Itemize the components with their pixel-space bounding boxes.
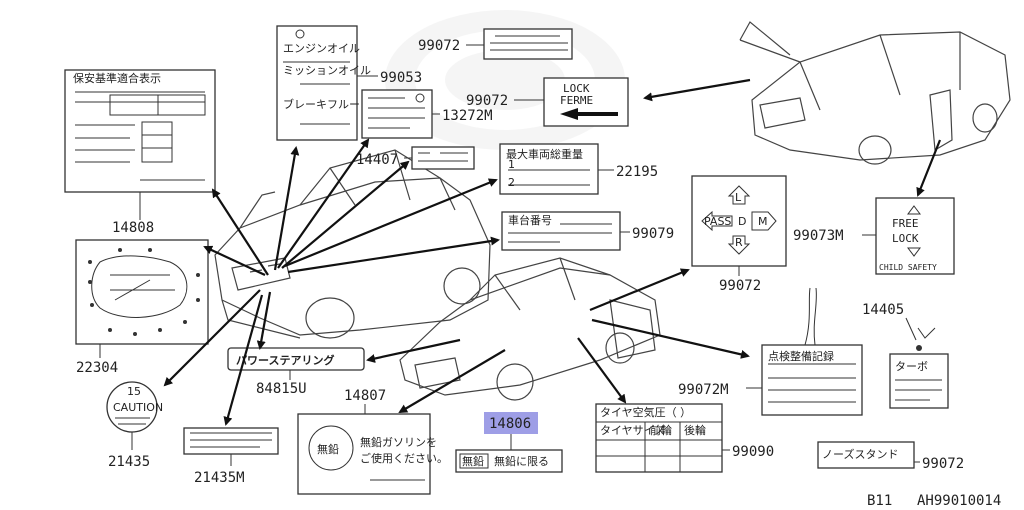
part-number-22304: 22304	[76, 360, 118, 376]
part-number-21435: 21435	[108, 454, 150, 470]
part-number-14806: 14806	[489, 416, 531, 432]
part-number-21435m: 21435M	[194, 470, 245, 486]
label-14807-unleaded[interactable]: 無鉛 無鉛ガソリンを ご使用ください。	[297, 413, 448, 495]
svg-text:1: 1	[508, 158, 515, 171]
label-99072-shift-pass[interactable]: L PASS D M R	[691, 175, 787, 267]
label-unleaded-small-text: 無鉛に限る	[494, 454, 549, 468]
label-99072m-hanging-tag[interactable]: 点検整備記録	[761, 287, 863, 416]
label-99072-bottom-sheet[interactable]: ノーズスタンド	[817, 441, 915, 469]
label-21435-caution-round[interactable]: 15 CAUTION	[106, 381, 163, 433]
label-21435-caution-text: CAUTION	[113, 401, 163, 414]
label-pass-text: PASS	[704, 215, 731, 228]
label-lock-text: LOCK	[563, 82, 590, 95]
part-number-84815u: 84815U	[256, 381, 307, 397]
part-number-99072-top: 99072	[418, 38, 460, 54]
label-22304-vacuum-diagram[interactable]	[75, 239, 209, 345]
part-number-99072-lock: 99072	[466, 93, 508, 109]
label-99073m-child-safety[interactable]: FREE LOCK CHILD SAFETY	[875, 197, 955, 275]
footer-model: B11	[867, 493, 892, 509]
label-pass-r: R	[735, 236, 743, 249]
label-13272m[interactable]	[361, 89, 433, 139]
label-99072d-text: ノーズスタンド	[822, 447, 898, 461]
hatchback-rear-illustration	[739, 21, 1011, 165]
label-14405-text: ターボ	[895, 360, 928, 373]
label-pass-l: L	[735, 191, 742, 204]
label-99053-engine: エンジンオイル	[283, 42, 360, 55]
label-ferme-text: FERME	[560, 94, 593, 107]
label-14405-tag[interactable]: ターボ	[889, 327, 949, 409]
part-number-99090: 99090	[732, 444, 774, 460]
label-lock-ferme[interactable]: LOCK FERME	[543, 77, 629, 127]
label-99072m-title: 点検整備記録	[768, 349, 834, 363]
label-tire-front: 前輪	[650, 423, 672, 437]
part-number-99072-pass: 99072	[719, 278, 761, 294]
label-14808-emission-sheet[interactable]: 保安基準適合表示	[64, 69, 216, 193]
leader-arrows	[163, 78, 942, 426]
label-unleaded-kanji: 無鉛	[317, 442, 339, 456]
label-child-safety-text: CHILD SAFETY	[879, 263, 937, 272]
part-number-22195: 22195	[616, 164, 658, 180]
part-number-14407: 14407	[356, 152, 398, 168]
label-99090-tire-pressure[interactable]: タイヤ空気圧（ ） タイヤサイズ 前輪 後輪	[595, 403, 723, 473]
label-tire-size: タイヤサイズ	[600, 423, 665, 437]
label-99072-top-sheet[interactable]	[483, 28, 573, 60]
label-pass-m: M	[758, 215, 768, 228]
label-22195-title: 最大車両総重量	[506, 147, 583, 161]
label-84815u-power-steering[interactable]: パワーステアリング	[227, 347, 365, 371]
label-unleaded-line2: ご使用ください。	[360, 451, 448, 465]
part-number-99079: 99079	[632, 226, 674, 242]
label-14808-title: 保安基準適合表示	[73, 71, 161, 85]
label-tire-title: タイヤ空気圧（ ）	[600, 405, 691, 419]
label-22195-weight[interactable]: 最大車両総重量 1 2	[499, 143, 599, 195]
label-99079-title: 車台番号	[508, 213, 552, 227]
svg-text:2: 2	[508, 176, 515, 189]
label-pass-d: D	[738, 215, 746, 228]
part-number-14806-highlight[interactable]: 14806	[484, 412, 538, 434]
part-number-99053: 99053	[380, 70, 422, 86]
part-number-99072m: 99072M	[678, 382, 729, 398]
label-14407[interactable]	[411, 146, 475, 170]
part-number-99073m: 99073M	[793, 228, 844, 244]
label-unleaded-line1: 無鉛ガソリンを	[360, 435, 437, 449]
part-number-14405: 14405	[862, 302, 904, 318]
svg-text:15: 15	[127, 385, 141, 398]
sedan-door-open-illustration	[399, 257, 661, 401]
label-99053-brake: ブレーキフルード	[283, 97, 371, 111]
sedan-hood-open-illustration	[214, 149, 491, 339]
part-number-14808-top: 14808	[112, 220, 154, 236]
label-99053-mission: ミッションオイル	[283, 64, 371, 77]
label-99053-fluid-sheet[interactable]: エンジンオイル ミッションオイル ブレーキフルード	[276, 25, 371, 141]
label-tire-rear: 後輪	[684, 423, 706, 437]
label-unleaded-small-box: 無鉛	[462, 454, 484, 468]
label-99079-chassis[interactable]: 車台番号	[501, 211, 621, 251]
part-number-14807: 14807	[344, 388, 386, 404]
part-number-99072-bottom: 99072	[922, 456, 964, 472]
label-power-steering-text: パワーステアリング	[236, 353, 334, 367]
label-14806-unleaded-small[interactable]: 無鉛 無鉛に限る	[455, 449, 563, 473]
label-21435m[interactable]	[183, 427, 279, 455]
label-free-lock-text: LOCK	[892, 232, 919, 245]
label-free-text: FREE	[892, 217, 919, 230]
part-number-13272m: 13272M	[442, 108, 493, 124]
footer-code: AH99010014	[917, 493, 1001, 509]
